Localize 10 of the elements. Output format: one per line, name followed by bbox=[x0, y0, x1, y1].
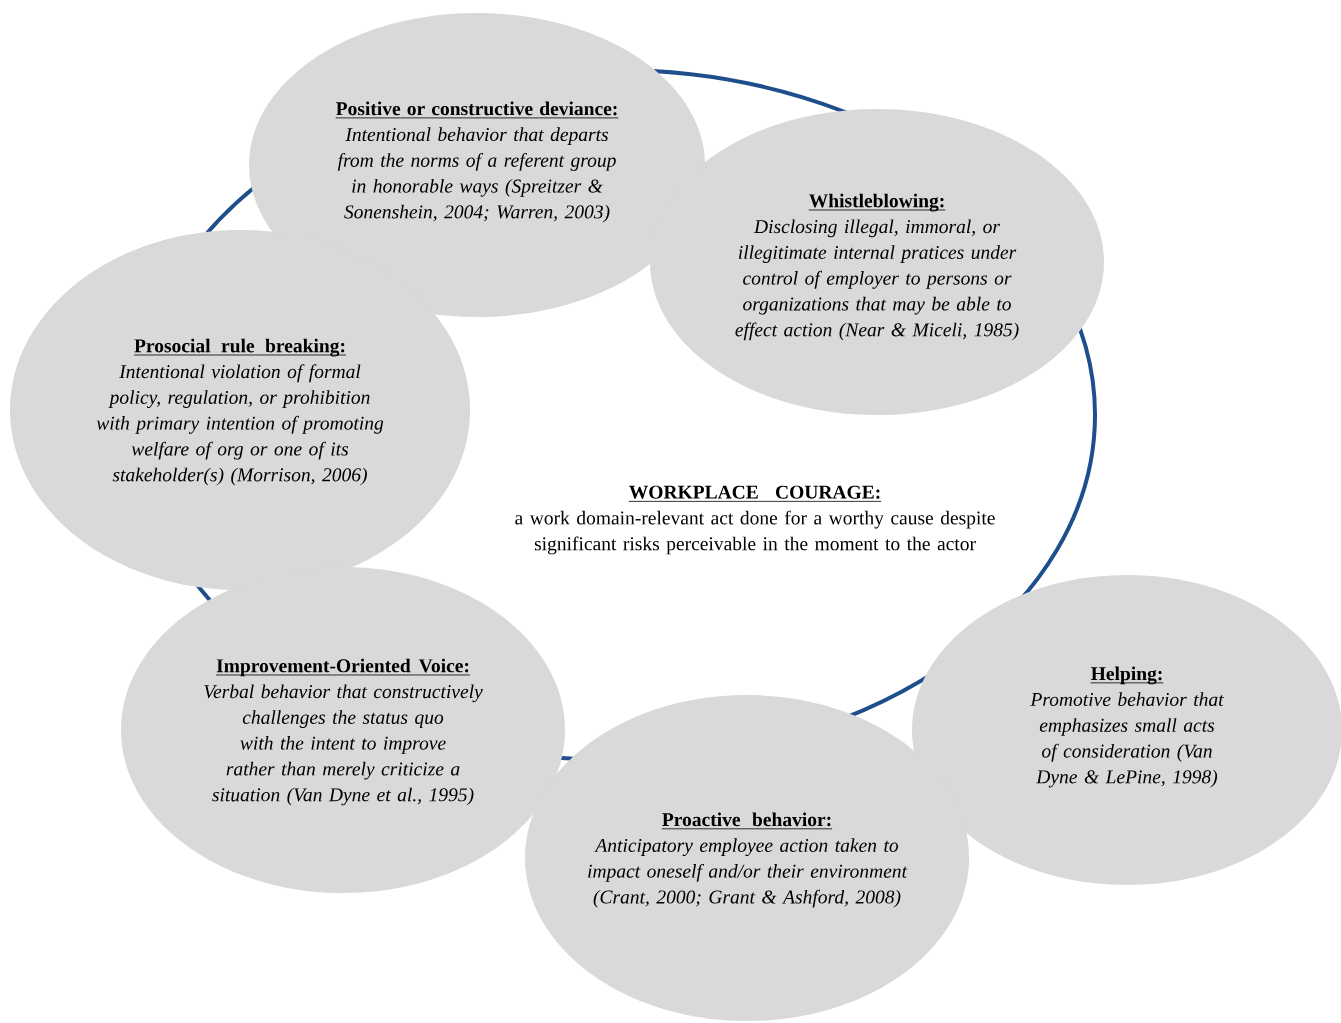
ellipse-bubble: Helping: Promotive behavior that emphasizes small acts of consideration (Van Dyne & LePine, 1998) bbox=[912, 575, 1341, 885]
node-label: Intentional behavior that departs from the norms of a referent group in honorable ways (Spreitzer & Sonenshein, 2004; Warren, 2003) bbox=[337, 127, 616, 223]
ellipse-bubble: Positive or constructive deviance: Intentional behavior that departs from the norms of a referent group in honorable ways (Spreitzer & Sonenshein, 2004; Warren, 2003) bbox=[249, 13, 705, 317]
ellipse-bubble: Improvement-Oriented Voice: Verbal behavior that constructively challenges the status quo with the intent to improve rather than merely criticize a situation (Van Dyne et al., 1995) bbox=[121, 567, 565, 893]
node-label: Improvement-Oriented Voice: bbox=[216, 658, 469, 677]
node-label: Whistleblowing: bbox=[809, 193, 944, 212]
ellipse-bubble: Proactive behavior: Anticipatory employee action taken to impact oneself and/or their environment (Crant, 2000; Grant & Ashford, 2008) bbox=[525, 695, 969, 1021]
node-label: Positive or constructive deviance: bbox=[336, 101, 617, 116]
ellipse-bubble: Prosocial rule breaking: Intentional violation of formal policy, regulation, or prohibition with primary intention of promoting welfare of org or one of its stakeholder(s) (Morrison, 2006) bbox=[10, 230, 470, 590]
node-label: Disclosing illegal, immoral, or illegitimate internal pratices under control of employer to persons or organizations that may be able to effect action (Near & Miceli, 1985) bbox=[735, 219, 1019, 341]
